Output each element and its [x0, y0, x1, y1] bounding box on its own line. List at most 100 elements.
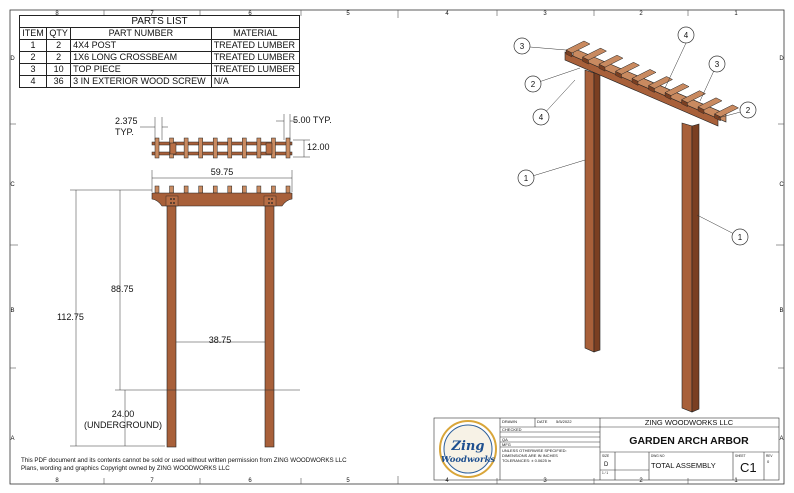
top-piece-iso-end — [648, 85, 655, 93]
zone-col-7-bottom: 7 — [150, 478, 154, 484]
zone-row-d: D — [10, 56, 15, 62]
table-row: 4 36 3 IN EXTERIOR WOOD SCREW N/A — [18, 75, 301, 88]
balloon-leaders — [525, 42, 749, 238]
top-piece-elevation — [271, 185, 276, 194]
zone-col-4-bottom: 4 — [445, 478, 449, 484]
dim-total-height: 112.75 — [57, 312, 84, 322]
zone-col-6-bottom: 6 — [248, 478, 252, 484]
top-piece-elevation — [183, 185, 189, 194]
col-header-material: MATERIAL — [210, 27, 301, 40]
tb-rev: 0 — [767, 459, 770, 464]
top-piece-plan — [242, 137, 247, 159]
logo-text-woodworks: Woodworks — [441, 455, 495, 465]
tb-checked-label: CHECKED — [502, 427, 522, 432]
tb-qa-label: QA — [502, 437, 508, 442]
isometric-view — [564, 40, 740, 413]
top-piece-iso-end — [565, 49, 573, 58]
top-piece-elevation — [212, 185, 218, 194]
balloons — [513, 26, 757, 246]
cell-qty: 36 — [46, 75, 72, 88]
logo-text-zing: Zing — [451, 439, 485, 454]
zone-col-4: 4 — [445, 11, 449, 17]
dim-overall-width: 59.75 — [211, 167, 234, 177]
cell-material: TREATED LUMBER — [210, 51, 301, 64]
zone-row-b: B — [10, 308, 14, 314]
tb-company: ZING WOODWORKS LLC — [645, 418, 734, 427]
zone-col-8: 8 — [55, 11, 59, 17]
balloon-4-top: 4 — [684, 31, 689, 40]
balloon-4-left: 4 — [539, 113, 544, 122]
dim-spacing-typ: TYP. — [115, 127, 134, 137]
cell-part: 4X4 POST — [70, 39, 212, 52]
top-piece-iso-end — [615, 70, 622, 79]
zone-col-2: 2 — [639, 11, 643, 17]
top-piece-elevation — [198, 185, 203, 194]
top-piece-iso-end — [582, 56, 589, 65]
zone-row-a: A — [10, 436, 14, 442]
zone-row-b-right: B — [779, 308, 783, 314]
top-piece-iso-end — [681, 99, 688, 108]
top-piece-iso-end — [714, 113, 721, 122]
zone-row-c-right: C — [779, 182, 784, 188]
zone-row-d-right: D — [779, 56, 784, 62]
col-header-item: ITEM — [18, 27, 48, 40]
top-view — [151, 137, 293, 159]
top-piece-elevation — [285, 185, 291, 194]
top-piece-elevation — [154, 185, 160, 194]
top-piece-plan — [154, 137, 160, 159]
tb-dwg-no: TOTAL ASSEMBLY — [651, 461, 716, 470]
top-piece-elevation — [256, 185, 262, 194]
zone-row-c: C — [10, 182, 15, 188]
balloon-3-right: 3 — [715, 60, 720, 69]
cell-item: 4 — [18, 75, 48, 88]
front-view — [151, 185, 293, 448]
table-row: 1 2 4X4 POST TREATED LUMBER — [18, 39, 301, 52]
table-row: 2 2 1X6 LONG CROSSBEAM TREATED LUMBER — [18, 51, 301, 64]
tb-tolerance-3: TOLERANCES: ± 0.0625 in — [502, 458, 551, 463]
top-piece-iso-end — [664, 92, 672, 100]
tb-dwg-label: DWG NO — [651, 454, 665, 458]
zone-col-8-bottom: 8 — [55, 478, 59, 484]
zone-col-2-bottom: 2 — [639, 478, 643, 484]
tb-mfg-label: MFG — [502, 442, 511, 447]
top-piece-plan — [227, 137, 233, 159]
top-piece-plan — [198, 137, 203, 159]
dim-underground: 24.00 — [112, 409, 135, 419]
top-piece-plan — [256, 137, 262, 159]
cell-item: 2 — [18, 51, 48, 64]
top-piece-elevation — [242, 185, 247, 194]
dim-depth: 12.00 — [307, 142, 330, 152]
top-piece-elevation — [227, 185, 233, 194]
front-view-dimensions — [70, 189, 300, 447]
cell-material: N/A — [210, 75, 301, 88]
cell-qty: 2 — [46, 51, 72, 64]
top-piece-elevation — [169, 185, 174, 194]
balloon-2-right: 2 — [746, 106, 751, 115]
tb-tolerance-1: UNLESS OTHERWISE SPECIFIED: — [502, 448, 567, 453]
parts-list-table: PARTS LIST ITEM QTY PART NUMBER MATERIAL… — [18, 15, 301, 88]
top-piece-iso-end — [631, 78, 639, 86]
balloon-1-left: 1 — [524, 174, 529, 183]
zone-col-3: 3 — [543, 11, 547, 17]
cell-item: 1 — [18, 39, 48, 52]
copyright-notice: This PDF document and its contents canno… — [21, 457, 347, 473]
cell-material: TREATED LUMBER — [210, 63, 301, 76]
tb-sheet-label: SHEET — [735, 454, 746, 458]
dim-above-ground-height: 88.75 — [111, 284, 134, 294]
table-row: 3 10 TOP PIECE TREATED LUMBER — [18, 63, 301, 76]
zone-col-1: 1 — [734, 11, 738, 17]
tb-size: D — [604, 462, 609, 468]
title-block-frame — [433, 417, 780, 481]
tb-sheet-no: C1 — [740, 460, 757, 475]
top-view-dimensions — [140, 114, 310, 192]
top-piece-plan — [212, 137, 218, 159]
col-header-part-number: PART NUMBER — [70, 27, 212, 40]
cell-material: TREATED LUMBER — [210, 39, 301, 52]
top-piece-plan — [183, 137, 189, 159]
zone-col-3-bottom: 3 — [543, 478, 547, 484]
cell-part: 1X6 LONG CROSSBEAM — [70, 51, 212, 64]
tb-rev-label: REV — [766, 454, 773, 458]
col-header-qty: QTY — [46, 27, 72, 40]
parts-list-title: PARTS LIST — [19, 15, 300, 28]
